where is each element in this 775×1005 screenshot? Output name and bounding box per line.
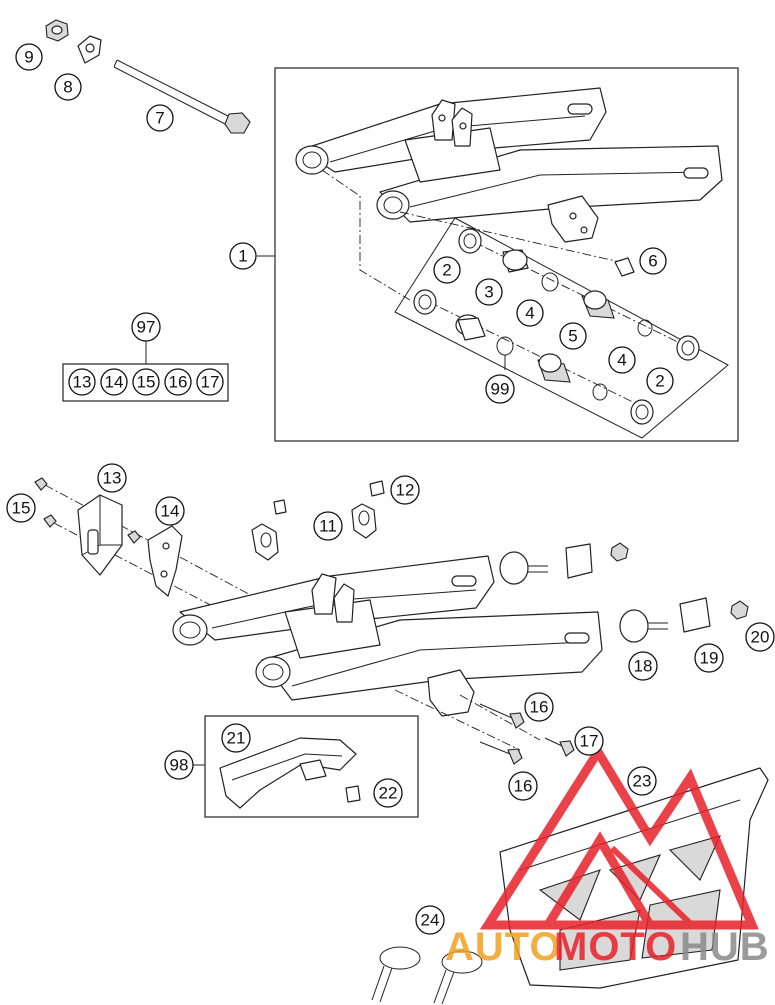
callout-18: 18 [628, 651, 658, 681]
chain-adjuster-19 [565, 543, 711, 633]
watermark-triangle-logo [479, 743, 759, 930]
svg-text:6: 6 [648, 252, 657, 271]
svg-text:21: 21 [227, 729, 246, 748]
svg-text:5: 5 [568, 327, 577, 346]
svg-text:12: 12 [396, 481, 415, 500]
svg-text:2: 2 [655, 372, 664, 391]
svg-text:1: 1 [238, 247, 247, 266]
callout-6: 6 [639, 247, 667, 275]
callout-12: 12 [390, 475, 420, 505]
svg-text:11: 11 [319, 517, 337, 536]
svg-text:9: 9 [24, 48, 33, 67]
svg-text:17: 17 [201, 373, 220, 392]
watermark-auto-text: AUTO [445, 925, 562, 969]
svg-text:14: 14 [105, 373, 124, 392]
cable-tie-part-24 [371, 946, 483, 1005]
svg-text:4: 4 [525, 304, 534, 323]
small-nuts [127, 530, 141, 544]
svg-text:15: 15 [137, 373, 156, 392]
svg-text:17: 17 [580, 732, 599, 751]
callout-19: 19 [694, 643, 724, 673]
washer-plate-part-8 [77, 35, 102, 64]
callout-98: 98 [164, 750, 194, 780]
callout-11: 11 [313, 511, 343, 541]
callout-4-left: 4 [516, 299, 544, 327]
callout-16-lower: 16 [508, 771, 538, 801]
chain-guide-plate-14 [147, 525, 183, 597]
callout-17: 17 [574, 726, 604, 756]
chain-slider-part-21 [219, 737, 357, 809]
callout-1: 1 [229, 242, 257, 270]
callout-14: 14 [155, 496, 185, 526]
watermark-moto-text: MOTO [554, 925, 677, 969]
svg-text:4: 4 [617, 351, 626, 370]
screw-part-22 [345, 785, 361, 803]
svg-text:16: 16 [169, 373, 188, 392]
watermark-hub-text: HUB [680, 925, 770, 969]
svg-text:16: 16 [530, 698, 549, 717]
svg-text:14: 14 [161, 502, 180, 521]
svg-text:22: 22 [379, 784, 398, 803]
callout-3: 3 [475, 278, 503, 306]
svg-text:18: 18 [634, 657, 653, 676]
svg-text:20: 20 [751, 628, 770, 647]
callout-22: 22 [373, 778, 403, 808]
callout-15: 15 [6, 493, 36, 523]
callout-24: 24 [415, 905, 445, 935]
svg-text:24: 24 [421, 911, 440, 930]
bolt-part-16-17 [479, 703, 575, 765]
kit-97-item-13: 13 [68, 368, 96, 396]
svg-text:23: 23 [633, 772, 652, 791]
kit-97-frame [62, 363, 229, 402]
automotohub-watermark: AUTO MOTO HUB [445, 743, 770, 969]
axle-spacer-18 [499, 551, 668, 643]
callout-7: 7 [146, 104, 174, 132]
small-screws-15 [34, 477, 57, 528]
nut-part-20 [610, 542, 749, 620]
svg-text:19: 19 [700, 649, 719, 668]
svg-text:3: 3 [484, 283, 493, 302]
svg-text:2: 2 [442, 261, 451, 280]
callout-2-upper: 2 [433, 256, 461, 284]
svg-text:98: 98 [170, 756, 189, 775]
swingarm-top-drawing [295, 87, 723, 243]
bolt-part-6 [614, 257, 635, 277]
kit-97-item-14: 14 [100, 368, 128, 396]
axle-part-7 [113, 59, 251, 134]
nut-part-9 [45, 19, 69, 42]
svg-text:13: 13 [73, 373, 92, 392]
chain-guide-block-13 [77, 494, 123, 576]
callout-13: 13 [97, 463, 127, 493]
kit-97-item-15: 15 [132, 368, 160, 396]
callout-16-upper: 16 [524, 692, 554, 722]
bearing-kit-parts [413, 228, 700, 425]
callout-9: 9 [15, 43, 43, 71]
callout-8: 8 [54, 73, 82, 101]
screw-part-12 [369, 480, 385, 497]
svg-text:97: 97 [137, 318, 156, 337]
kit-97-item-16: 16 [164, 368, 192, 396]
callout-5: 5 [559, 322, 587, 350]
swingarm-bottom-drawing [172, 555, 603, 717]
swingarm-assembly-frame [274, 67, 739, 442]
svg-text:16: 16 [514, 777, 533, 796]
callout-20: 20 [745, 622, 775, 652]
callout-21: 21 [221, 723, 251, 753]
bearing-kit-frame [394, 217, 729, 439]
callout-2-lower: 2 [646, 367, 674, 395]
kit-98-frame [204, 715, 419, 818]
callout-97: 97 [131, 312, 161, 342]
kit-97-item-17: 17 [196, 368, 224, 396]
svg-text:15: 15 [12, 499, 31, 518]
svg-text:7: 7 [155, 109, 164, 128]
callout-4-right: 4 [608, 346, 636, 374]
svg-text:13: 13 [103, 469, 122, 488]
clamp-part-11 [251, 499, 377, 561]
watermark-inner-stroke [609, 845, 695, 928]
svg-text:99: 99 [491, 380, 510, 399]
svg-text:8: 8 [63, 78, 72, 97]
callout-23: 23 [627, 766, 657, 796]
callout-99: 99 [485, 374, 515, 404]
